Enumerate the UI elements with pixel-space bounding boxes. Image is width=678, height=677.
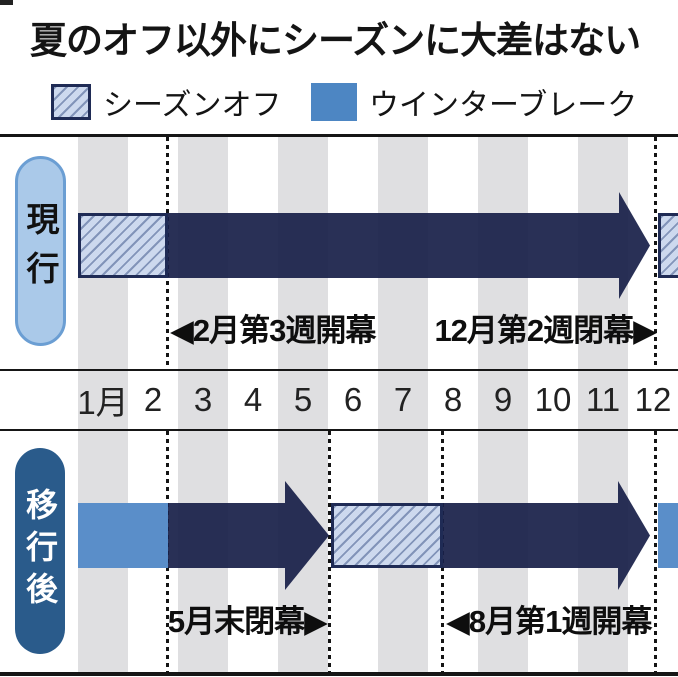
month-tick-12: 12: [634, 381, 672, 418]
season-off-swatch-icon: [51, 84, 91, 120]
month-tick-3: 3: [193, 381, 213, 418]
after-winter-break-start-bar: [78, 503, 168, 568]
annotation-may-end-close: 5月末閉幕▶: [167, 604, 328, 639]
page-title: 夏のオフ以外にシーズンに大差はない: [30, 20, 641, 61]
after-winter-break-end-bar: [658, 503, 678, 568]
month-tick-6: 6: [343, 381, 363, 418]
row-label-current-text: 現行: [22, 202, 59, 300]
legend-item-season-off: シーズンオフ: [51, 80, 282, 124]
rule-below-axis: [0, 429, 678, 431]
rule-bottom: [0, 672, 678, 676]
row-label-current: 現行: [15, 156, 66, 346]
legend-item-winter-break: ウインターブレーク: [311, 80, 637, 124]
row-label-after: 移行後: [15, 448, 65, 654]
legend-label-season-off: シーズンオフ: [103, 89, 282, 122]
month-tick-2: 2: [143, 381, 163, 418]
rule-top: [0, 134, 678, 137]
guide-dec-mid-after: [654, 431, 657, 672]
month-tick-1: 1月: [77, 384, 129, 421]
after-season-arrow1-body: [168, 503, 285, 568]
annotation-dec-week2-close: 12月第2週閉幕▶: [434, 313, 657, 348]
current-season-arrow-body: [168, 213, 619, 278]
month-tick-10: 10: [534, 381, 572, 418]
rule-above-axis: [0, 369, 678, 371]
month-stripes-axis: [78, 371, 678, 429]
guide-may-end: [328, 431, 331, 672]
after-season-arrow2-body: [443, 503, 618, 568]
annotation-feb-week3-open: ◀2月第3週開幕: [170, 313, 376, 348]
current-season-off-start-bar: [78, 213, 168, 278]
month-tick-8: 8: [443, 381, 463, 418]
legend-label-winter-break: ウインターブレーク: [369, 89, 638, 122]
annotation-aug-week1-open: ◀8月第1週開幕: [446, 604, 652, 639]
after-season-off-bar: [331, 503, 443, 568]
row-label-after-text: 移行後: [22, 488, 58, 614]
month-tick-11: 11: [585, 381, 621, 418]
month-tick-7: 7: [393, 381, 413, 418]
current-season-off-end-bar: [658, 213, 678, 278]
guide-dec-week2: [654, 137, 657, 369]
month-tick-4: 4: [243, 381, 263, 418]
month-tick-5: 5: [293, 381, 313, 418]
corner-mark: [0, 0, 13, 5]
winter-break-swatch-icon: [311, 83, 357, 121]
month-tick-9: 9: [493, 381, 513, 418]
